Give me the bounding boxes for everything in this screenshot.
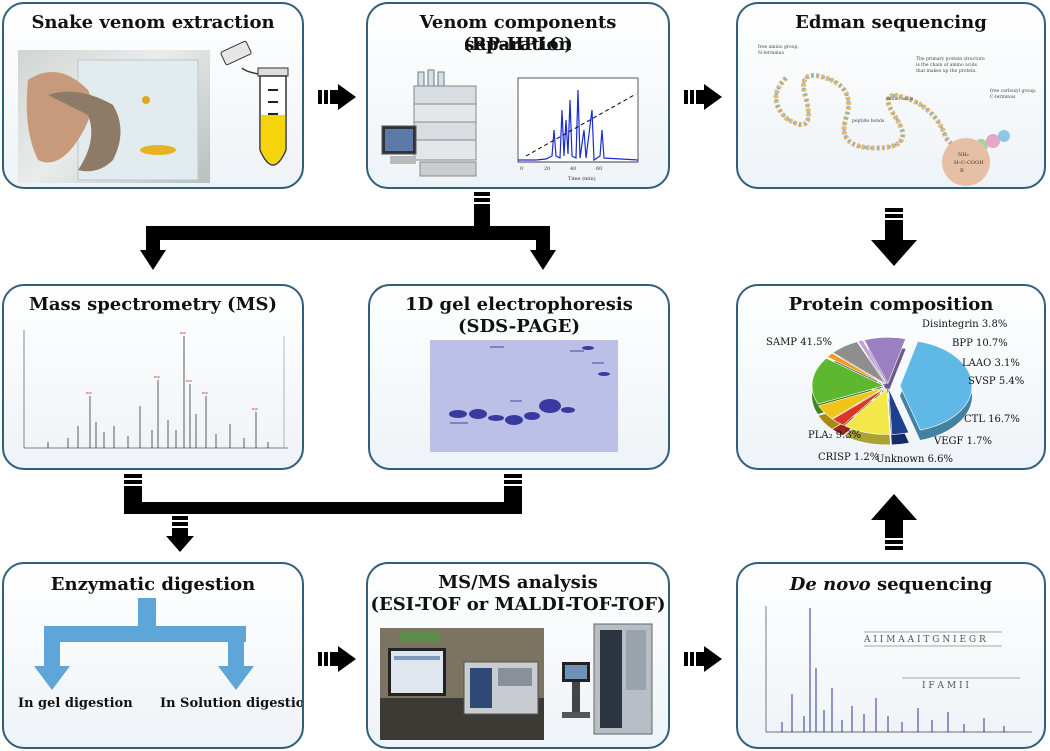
maldi-tof-tof-instrument-photo xyxy=(554,618,662,742)
svg-text:is the chain of amino acids: is the chain of amino acids xyxy=(916,62,978,68)
hplc-title-line2: (RP-HPLC) xyxy=(463,34,573,55)
digestion-split-arrow xyxy=(34,598,254,694)
hplc-box: Venom components separation (RP-HPLC) 0 2… xyxy=(366,2,670,189)
pie-slice-vegf xyxy=(826,352,886,385)
pie-slice-svsp xyxy=(818,387,885,420)
sds-page-gel-image xyxy=(430,340,618,452)
svg-text:R: R xyxy=(960,168,964,174)
svg-text:H–C–COOH: H–C–COOH xyxy=(954,160,984,166)
svg-text:that makes up the protein.: that makes up the protein. xyxy=(916,68,977,74)
protein-structure-illustration: NH₂ H–C–COOH R free amino group,N-terminus… xyxy=(746,38,1040,186)
pie-label-laao: LAAO 3.1% xyxy=(962,358,1020,369)
arrow-right-icon xyxy=(318,84,356,114)
pie-label-samp: SAMP 41.5% xyxy=(766,337,832,348)
svg-text:60: 60 xyxy=(596,166,602,172)
enzymatic-digestion-box: Enzymatic digestion In gel digestion In … xyxy=(2,562,304,749)
pie-label-svsp: SVSP 5.4% xyxy=(968,376,1025,387)
hplc-instrument-image xyxy=(380,64,490,182)
pie-slice-disintegrin xyxy=(888,388,910,435)
gel-title-line1: 1D gel electrophoresis xyxy=(405,294,633,315)
esi-tof-instrument-photo xyxy=(380,628,544,740)
svg-text:mz: mz xyxy=(180,330,186,335)
pie-label-bpp: BPP 10.7% xyxy=(952,338,1008,349)
sample-tube-icon xyxy=(214,40,299,185)
pie-slice-crisp xyxy=(857,339,887,384)
protein-composition-title: Protein composition xyxy=(788,294,994,315)
protein-composition-pie-chart xyxy=(811,337,973,445)
svg-text:mz: mz xyxy=(252,406,258,411)
pie-label-crisp: CRISP 1.2% xyxy=(818,452,880,463)
pie-slice-samp xyxy=(899,340,973,431)
svg-text:The primary protein structure: The primary protein structure xyxy=(916,56,985,62)
svg-text:free amino group,: free amino group, xyxy=(758,44,799,50)
svg-text:Time (min): Time (min) xyxy=(568,175,596,182)
enzymatic-digestion-title: Enzymatic digestion xyxy=(50,574,256,595)
mass-spectrum-image: mz mz mz mz mz mz xyxy=(18,326,298,464)
hplc-title-line1: Venom components separation xyxy=(419,12,617,55)
svg-text:mz: mz xyxy=(202,390,208,395)
svg-text:free carboxyl group,: free carboxyl group, xyxy=(990,88,1036,94)
msms-title-line1: MS/MS analysis xyxy=(438,572,598,593)
pie-slice-pla- xyxy=(863,337,907,385)
pie-label-disintegrin: Disintegrin 3.8% xyxy=(922,319,1008,330)
svg-text:N-terminus: N-terminus xyxy=(758,50,785,56)
de-novo-title: De novo sequencing xyxy=(738,574,1044,596)
protein-composition-box: Protein composition SAMP 41.5% Disintegr… xyxy=(736,284,1046,470)
gel-title-line2: (SDS-PAGE) xyxy=(457,316,581,337)
svg-text:peptide bonds: peptide bonds xyxy=(852,118,885,124)
arrow-right-icon xyxy=(684,84,722,114)
gel-electrophoresis-box: 1D gel electrophoresis (SDS-PAGE) xyxy=(368,284,670,470)
mass-spectrometry-box: Mass spectrometry (MS) mz mz mz mz mz mz xyxy=(2,284,304,470)
de-novo-title-italic: De novo xyxy=(789,574,871,595)
snake-venom-extraction-box: Snake venom extraction xyxy=(2,2,304,189)
de-novo-spectrum-image: A I I M A A I T G N I E G R I F A M I I xyxy=(752,602,1038,746)
de-novo-title-rest: sequencing xyxy=(870,574,993,595)
in-solution-digestion-label: In Solution digestion xyxy=(160,696,304,711)
pie-label-unknown: Unknown 6.6% xyxy=(876,454,953,465)
svg-text:0: 0 xyxy=(520,166,523,172)
svg-text:amino acids: amino acids xyxy=(886,96,914,102)
pie-label-pla2: PLA₂ 9.3% xyxy=(808,430,862,441)
edman-box: Edman sequencing NH₂ H–C–COOH R free amino… xyxy=(736,2,1046,189)
svg-text:20: 20 xyxy=(544,166,550,172)
edman-title: Edman sequencing xyxy=(795,12,987,33)
pie-slice-bpp xyxy=(844,387,891,435)
svg-text:mz: mz xyxy=(154,374,160,379)
svg-text:A I I M A A I T G N I E G R: A I I M A A I T G N I E G R xyxy=(863,635,986,645)
svg-text:I F A M I I: I F A M I I xyxy=(922,681,969,691)
arrow-up-icon xyxy=(871,494,917,554)
svg-text:NH₂: NH₂ xyxy=(958,152,969,158)
msms-title-line2: (ESI-TOF or MALDI-TOF-TOF) xyxy=(370,594,666,615)
split-arrow-connector xyxy=(140,192,560,278)
svg-text:C-terminus: C-terminus xyxy=(990,94,1016,100)
svg-text:40: 40 xyxy=(570,166,576,172)
in-gel-digestion-label: In gel digestion xyxy=(18,696,133,711)
arrow-down-icon xyxy=(871,208,917,270)
pie-slice-laao xyxy=(832,387,886,426)
merge-arrow-connector xyxy=(120,474,530,560)
arrow-right-icon xyxy=(318,646,356,676)
svg-text:mz: mz xyxy=(186,378,192,383)
pie-label-vegf: VEGF 1.7% xyxy=(934,436,993,447)
msms-analysis-box: MS/MS analysis (ESI-TOF or MALDI-TOF-TOF… xyxy=(366,562,670,749)
pie-label-ctl: CTL 16.7% xyxy=(964,414,1020,425)
arrow-right-icon xyxy=(684,646,722,676)
svg-text:mz: mz xyxy=(86,390,92,395)
pie-slice-unknown xyxy=(832,341,886,385)
venom-extraction-photo xyxy=(18,50,210,183)
mass-spectrometry-title: Mass spectrometry (MS) xyxy=(28,294,278,315)
de-novo-sequencing-box: De novo sequencing A I I M A A I T G N I… xyxy=(736,562,1046,749)
snake-venom-extraction-title: Snake venom extraction xyxy=(31,12,275,33)
pie-slice-ctl xyxy=(811,357,885,405)
